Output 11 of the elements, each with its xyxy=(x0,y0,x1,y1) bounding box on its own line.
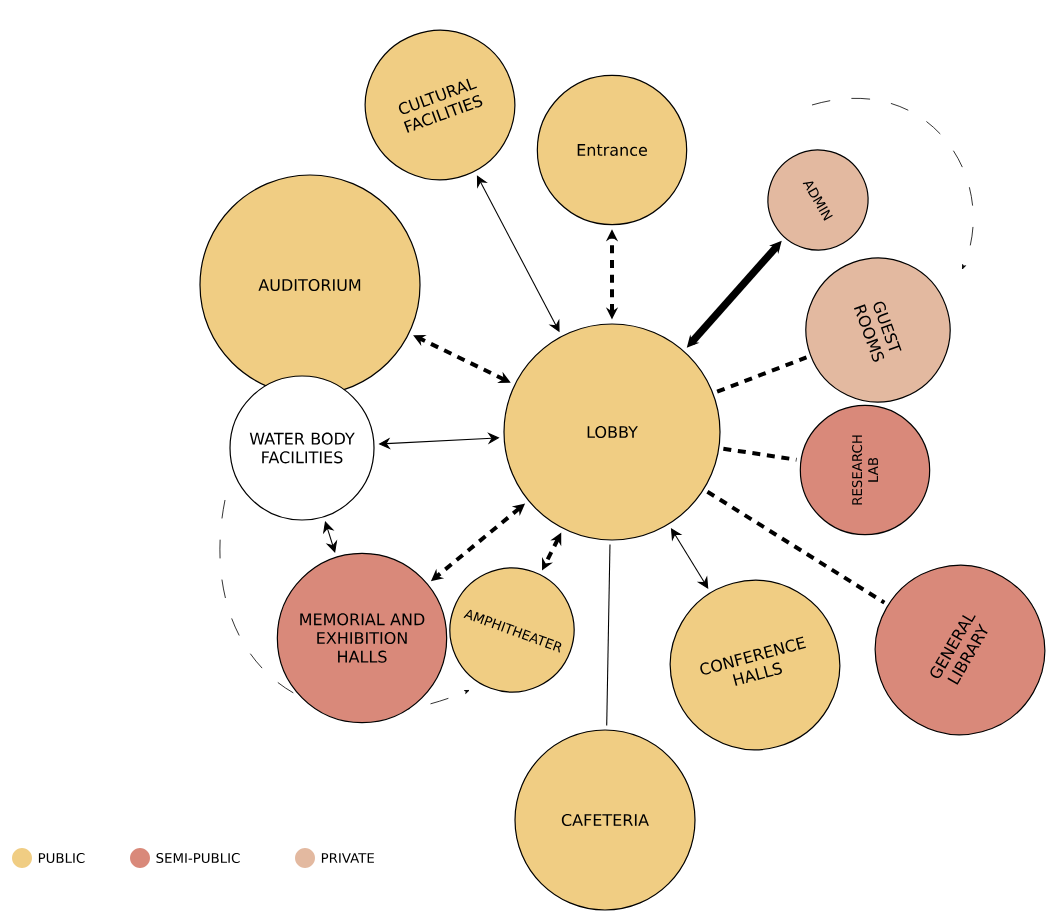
bubble: MEMORIAL AND EXHIBITION HALLS xyxy=(276,552,448,724)
bubble: Entrance xyxy=(536,74,688,226)
arrow xyxy=(322,521,338,553)
bubble: LOBBY xyxy=(503,323,721,541)
bubble: RESEARCH LAB xyxy=(799,404,931,536)
legend-label: PUBLIC xyxy=(38,852,85,864)
bubble: AUDITORIUM xyxy=(199,174,421,396)
bubble: CAFETERIA xyxy=(514,729,696,911)
bubble: WATER BODY FACILITIES xyxy=(229,375,375,521)
legend-label: SEMI-PUBLIC xyxy=(156,852,240,864)
legend-label: PRIVATE xyxy=(321,853,374,863)
